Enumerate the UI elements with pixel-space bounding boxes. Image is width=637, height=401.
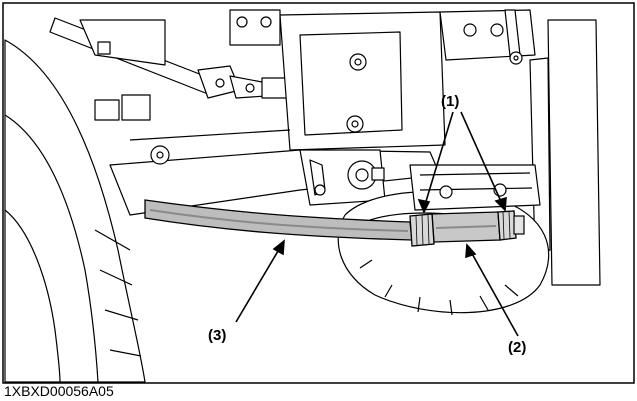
left-tire-tread-edge (4, 114, 99, 383)
leader-lines (235, 111, 519, 337)
right-pillar (547, 19, 601, 286)
hose-end-fitting (513, 215, 525, 235)
callout-3: (3) (208, 327, 226, 344)
callout-2: (2) (508, 339, 526, 356)
hose-assembly (144, 199, 525, 247)
hose-nut-right (497, 210, 517, 241)
universal-joint (197, 65, 291, 99)
callout-1: (1) (441, 93, 459, 110)
chassis-face (299, 31, 403, 136)
left-tire (4, 39, 146, 383)
figure-id-code: 1XBXD00056A05 (4, 383, 114, 399)
axle-housing (409, 164, 541, 211)
